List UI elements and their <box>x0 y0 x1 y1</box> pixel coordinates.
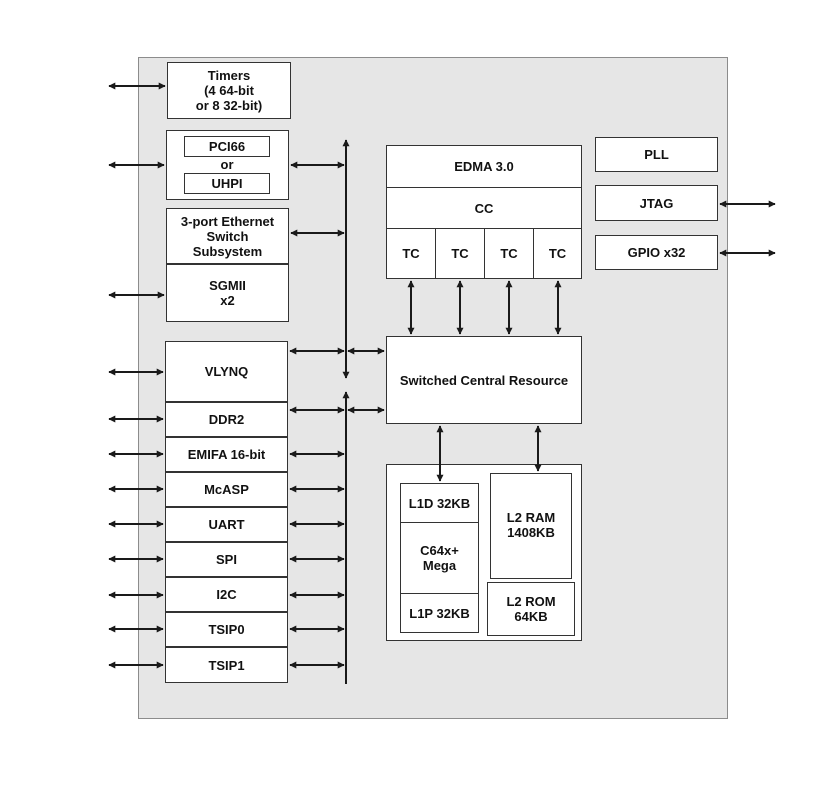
switched-central-resource-block: Switched Central Resource <box>386 336 582 424</box>
tsip1-block: TSIP1 <box>165 647 288 683</box>
edma-block: EDMA 3.0 <box>386 145 582 188</box>
l1p-block: L1P 32KB <box>400 593 479 633</box>
l1d-block: L1D 32KB <box>400 483 479 523</box>
tsip0-block: TSIP0 <box>165 612 288 647</box>
tc-block-1: TC <box>386 228 436 279</box>
mcasp-block: McASP <box>165 472 288 507</box>
l2-ram-block: L2 RAM 1408KB <box>490 473 572 579</box>
gpio-block: GPIO x32 <box>595 235 718 270</box>
l2-rom-block: L2 ROM 64KB <box>487 582 575 636</box>
uhpi-block: UHPI <box>184 173 270 194</box>
timers-block: Timers (4 64-bit or 8 32-bit) <box>167 62 291 119</box>
sgmii-block: SGMII x2 <box>166 264 289 322</box>
pll-block: PLL <box>595 137 718 172</box>
jtag-block: JTAG <box>595 185 718 221</box>
tc-block-3: TC <box>484 228 534 279</box>
tc-block-2: TC <box>435 228 485 279</box>
ethernet-switch-block: 3-port Ethernet Switch Subsystem <box>166 208 289 264</box>
or-label: or <box>220 157 234 172</box>
pci66-block: PCI66 <box>184 136 270 157</box>
c64x-mega-block: C64x+ Mega <box>400 522 479 594</box>
vlynq-block: VLYNQ <box>165 341 288 402</box>
tc-block-4: TC <box>533 228 582 279</box>
cc-block: CC <box>386 187 582 229</box>
ddr2-block: DDR2 <box>165 402 288 437</box>
i2c-block: I2C <box>165 577 288 612</box>
spi-block: SPI <box>165 542 288 577</box>
emifa-block: EMIFA 16-bit <box>165 437 288 472</box>
uart-block: UART <box>165 507 288 542</box>
